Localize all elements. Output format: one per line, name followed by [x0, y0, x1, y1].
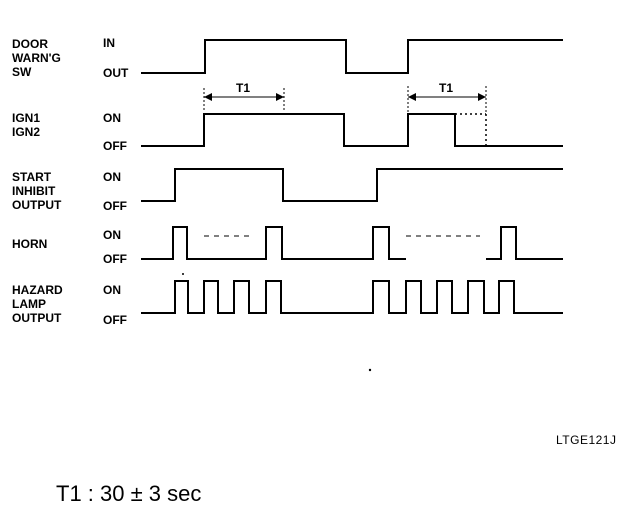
start-label-line1: START — [12, 170, 52, 184]
door-low-label: OUT — [103, 66, 129, 80]
horn-high-label: ON — [103, 228, 121, 242]
speck-mark — [182, 273, 184, 275]
start-high-label: ON — [103, 170, 121, 184]
hazard-low-label: OFF — [103, 313, 127, 327]
hazard-label-line1: HAZARD — [12, 283, 63, 297]
t1-label-first: T1 — [236, 81, 250, 95]
ign-waveform — [141, 113, 563, 147]
t1-dimension-second: T1 — [407, 81, 487, 112]
door-label-line1: DOOR — [12, 37, 48, 51]
door-waveform — [141, 39, 563, 74]
door-label-line2: WARN'G — [12, 51, 61, 65]
start-waveform — [141, 168, 563, 202]
hazard-waveform — [141, 280, 563, 314]
door-label-line3: SW — [12, 65, 32, 79]
door-high-label: IN — [103, 36, 115, 50]
start-label-line3: OUTPUT — [12, 198, 62, 212]
ign-high-label: ON — [103, 111, 121, 125]
hazard-high-label: ON — [103, 283, 121, 297]
t1-footnote: T1 : 30 ± 3 sec — [56, 481, 202, 506]
horn-waveform-2 — [190, 226, 406, 260]
drawing-code: LTGE121J — [556, 433, 617, 447]
horn-waveform — [141, 226, 190, 260]
t1-dimension-first: T1 — [203, 81, 285, 112]
t1-label-second: T1 — [439, 81, 453, 95]
ign-label-line1: IGN1 — [12, 111, 40, 125]
hazard-label-line3: OUTPUT — [12, 311, 62, 325]
ign-low-label: OFF — [103, 139, 127, 153]
horn-low-label: OFF — [103, 252, 127, 266]
horn-label-line1: HORN — [12, 237, 47, 251]
start-low-label: OFF — [103, 199, 127, 213]
speck-mark — [368, 368, 372, 372]
hazard-label-line2: LAMP — [12, 297, 46, 311]
ign-label-line2: IGN2 — [12, 125, 40, 139]
horn-waveform-3 — [486, 226, 563, 260]
start-label-line2: INHIBIT — [12, 184, 56, 198]
